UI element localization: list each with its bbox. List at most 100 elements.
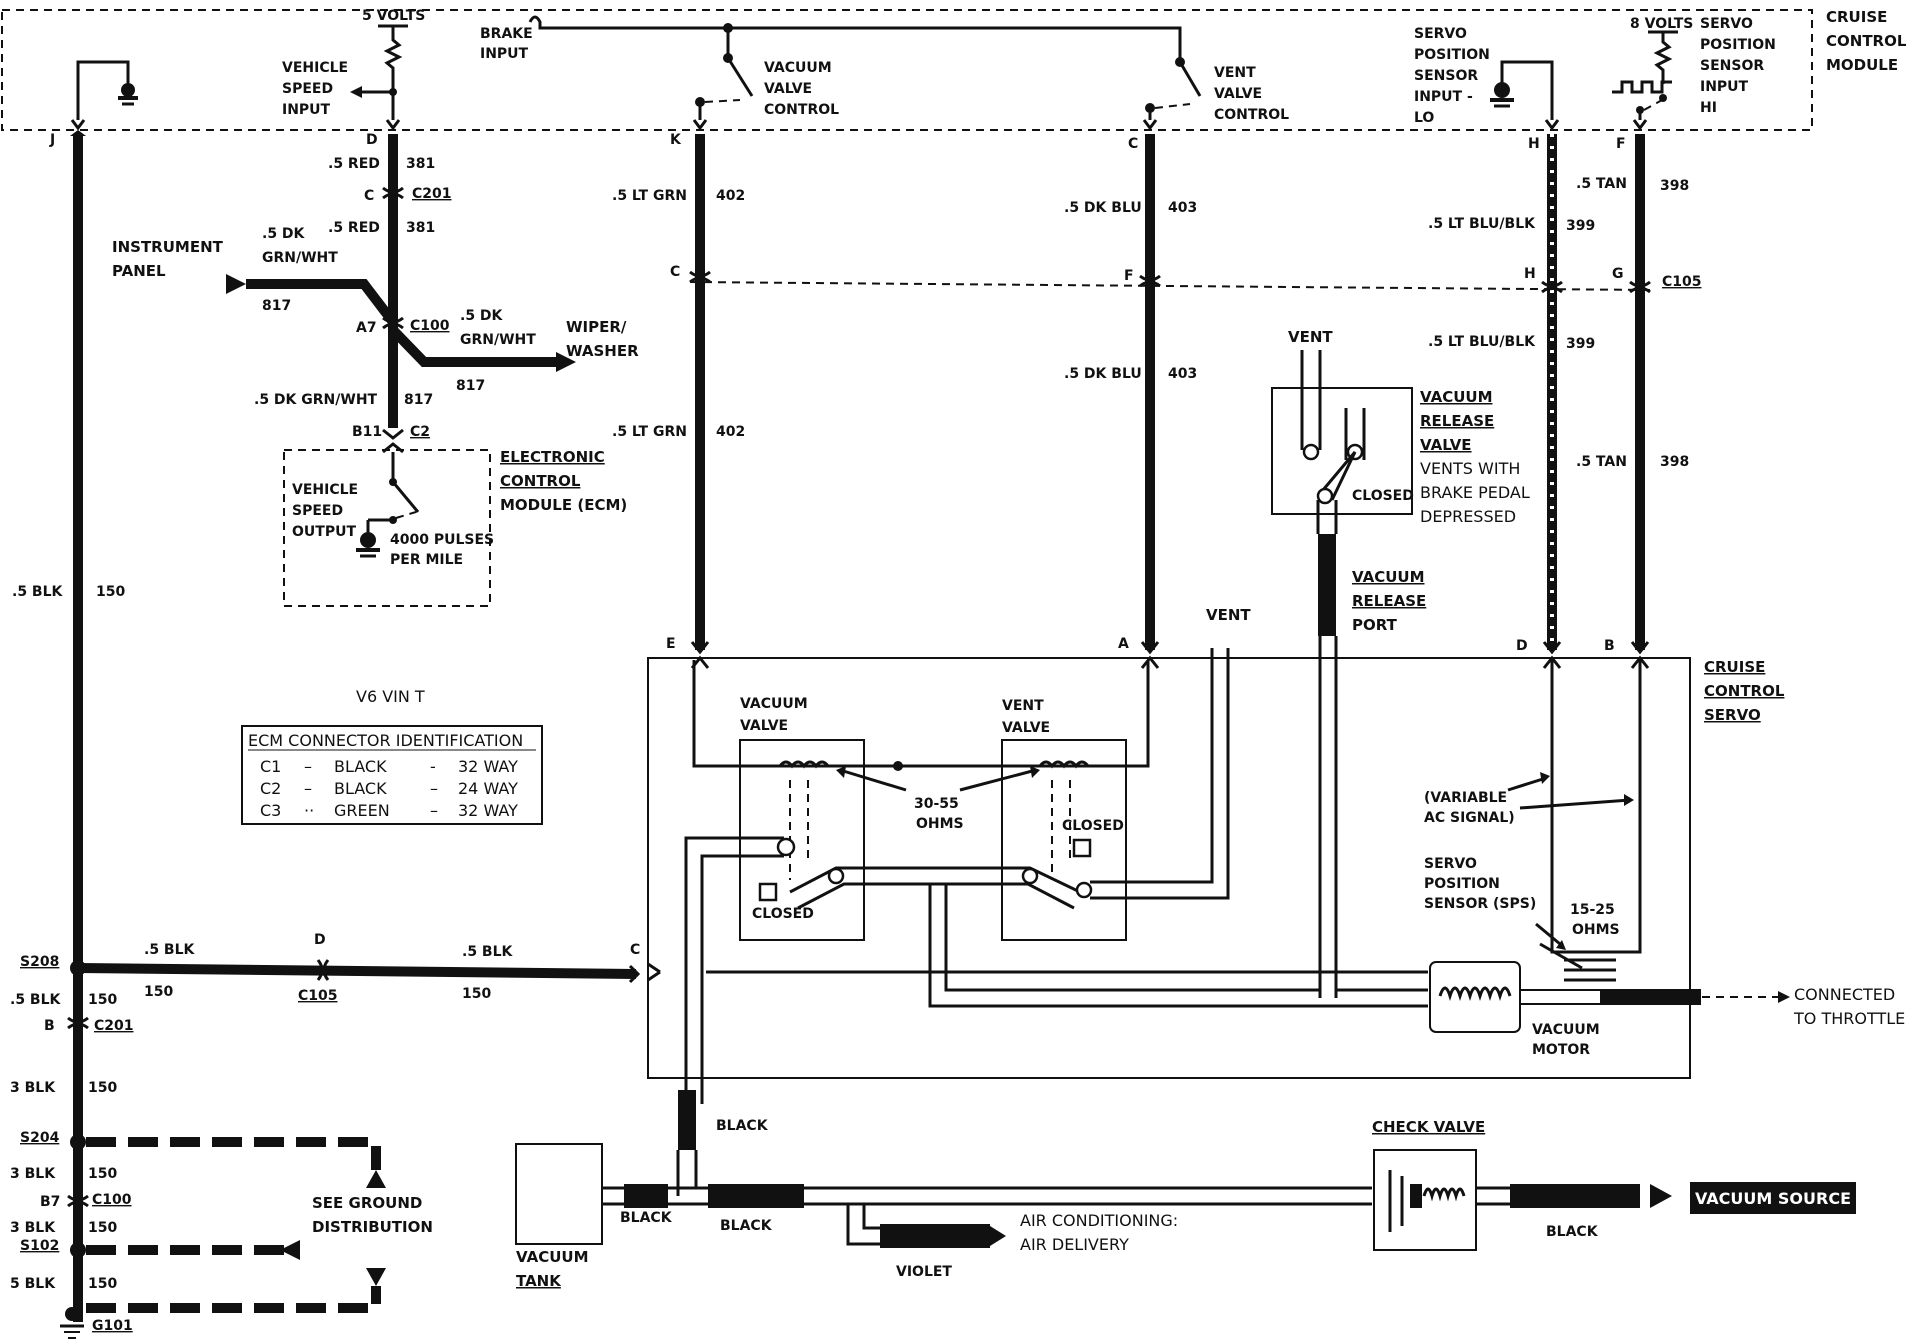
- svg-text:150: 150: [88, 1220, 117, 1236]
- svg-text:398: 398: [1660, 454, 1689, 470]
- svg-text:H: H: [1524, 266, 1536, 282]
- module-ground-j: [70, 60, 138, 131]
- vent-mid-label: VENT: [1206, 606, 1251, 624]
- svg-text:SERVO: SERVO: [1414, 26, 1467, 42]
- vacuum-valve: VACUUM VALVE CLOSED: [739, 696, 865, 941]
- svg-text:INPUT: INPUT: [282, 102, 331, 118]
- svg-text:.5 DK: .5 DK: [262, 226, 306, 242]
- svg-text:5 VOLTS: 5 VOLTS: [362, 8, 425, 24]
- svg-text:C1: C1: [260, 757, 281, 776]
- vacuum-valve-control-label: VACUUM VALVE CONTROL: [764, 60, 839, 118]
- svg-text:C105: C105: [298, 988, 338, 1004]
- svg-text:.5 DK GRN/WHT: .5 DK GRN/WHT: [254, 392, 378, 408]
- ecm-connector-table: ECM CONNECTOR IDENTIFICATION C1 – BLACK …: [241, 725, 543, 825]
- svg-text:.5 LT BLU/BLK: .5 LT BLU/BLK: [1428, 334, 1536, 350]
- svg-text:BLACK: BLACK: [1546, 1224, 1599, 1240]
- wire-ecm-817: .5 DK GRN/WHT 817: [254, 392, 433, 408]
- v6-vin-label: V6 VIN T: [356, 687, 425, 706]
- five-volts-supply: 5 VOLTS: [350, 8, 425, 131]
- svg-text:.5 BLK: .5 BLK: [144, 942, 196, 958]
- connector-c201-low: B C201: [44, 1016, 134, 1034]
- svg-text:WIPER/: WIPER/: [566, 318, 627, 336]
- svg-text:3 BLK: 3 BLK: [10, 1166, 56, 1182]
- svg-text:8 VOLTS: 8 VOLTS: [1630, 16, 1693, 32]
- ecm-box: VEHICLE SPEED OUTPUT 4000 PULSES PER MIL…: [283, 449, 494, 607]
- svg-text:3 BLK: 3 BLK: [10, 1080, 56, 1096]
- svg-text:150: 150: [88, 1080, 117, 1096]
- svg-text:24 WAY: 24 WAY: [458, 779, 518, 798]
- svg-text:S204: S204: [20, 1130, 60, 1146]
- svg-text:SEE GROUND: SEE GROUND: [312, 1194, 422, 1212]
- splice-s102: S102: [20, 1238, 300, 1260]
- svg-text:403: 403: [1168, 366, 1197, 382]
- vacuum-release-valve: VENT CLOSED VACUUM RELEASE VALVE VENTS W…: [1271, 328, 1530, 534]
- wire-c-403: .5 DK BLU 403 .5 DK BLU 403: [1064, 134, 1197, 650]
- svg-text:PORT: PORT: [1352, 616, 1398, 634]
- svg-text:GRN/WHT: GRN/WHT: [460, 332, 536, 348]
- svg-text:–: –: [430, 779, 438, 798]
- svg-text:SENSOR (SPS): SENSOR (SPS): [1424, 896, 1536, 912]
- svg-text:.5 RED: .5 RED: [328, 220, 380, 236]
- valve-coil-ohms-label: 30-55 OHMS: [836, 766, 1040, 832]
- vacuum-release-port: VACUUM RELEASE PORT: [1318, 534, 1426, 998]
- svg-text:150: 150: [88, 1276, 117, 1292]
- see-ground-distribution: SEE GROUND DISTRIBUTION: [86, 1194, 433, 1313]
- svg-text:VALVE: VALVE: [1420, 436, 1472, 454]
- svg-text:.5 TAN: .5 TAN: [1576, 176, 1627, 192]
- vent-valve: VENT VALVE CLOSED: [1001, 698, 1127, 941]
- svg-text:ECM CONNECTOR IDENTIFICATION: ECM CONNECTOR IDENTIFICATION: [248, 731, 523, 750]
- svg-text:INSTRUMENT: INSTRUMENT: [112, 238, 224, 256]
- wire-j-150: .5 BLK 150: [12, 130, 125, 1322]
- cruise-control-module-box: [1, 9, 1813, 131]
- splice-s208: S208: [20, 954, 86, 976]
- servo-pin-labels: E A D B C: [630, 636, 1615, 958]
- cruise-control-servo-box: [647, 657, 1691, 1079]
- svg-text:32 WAY: 32 WAY: [458, 801, 518, 820]
- svg-text:.5 BLK: .5 BLK: [12, 584, 64, 600]
- connector-c100: A7 C100: [356, 316, 450, 336]
- svg-text:30-55: 30-55: [914, 796, 959, 812]
- svg-text:C105: C105: [1662, 274, 1702, 290]
- svg-text:VALVE: VALVE: [1002, 720, 1050, 736]
- ground-g101: G101: [60, 1307, 133, 1339]
- svg-text:S208: S208: [20, 954, 59, 970]
- svg-text:CONTROL: CONTROL: [500, 472, 581, 490]
- svg-text:CHECK VALVE: CHECK VALVE: [1372, 1118, 1485, 1136]
- svg-text:CONTROL: CONTROL: [764, 102, 839, 118]
- svg-text:381: 381: [406, 220, 435, 236]
- svg-text:C201: C201: [412, 186, 452, 202]
- svg-text:AIR DELIVERY: AIR DELIVERY: [1020, 1235, 1129, 1254]
- svg-text:PANEL: PANEL: [112, 262, 166, 280]
- svg-text:CONTROL: CONTROL: [1826, 32, 1906, 50]
- svg-text:BRAKE: BRAKE: [480, 26, 533, 42]
- cruise-control-servo-title: CRUISE CONTROL SERVO: [1704, 658, 1785, 724]
- wire-h-399: .5 LT BLU/BLK 399 .5 LT BLU/BLK 399: [1428, 134, 1595, 650]
- svg-text:817: 817: [404, 392, 433, 408]
- svg-text:ELECTRONIC: ELECTRONIC: [500, 448, 605, 466]
- svg-text:MOTOR: MOTOR: [1532, 1042, 1590, 1058]
- svg-text:GREEN: GREEN: [334, 801, 390, 820]
- svg-text:B11: B11: [352, 424, 382, 440]
- svg-text:VACUUM: VACUUM: [1352, 568, 1425, 586]
- svg-text:INPUT: INPUT: [480, 46, 529, 62]
- svg-text:F: F: [1124, 268, 1134, 284]
- svg-text:POSITION: POSITION: [1414, 47, 1490, 63]
- connector-c201: C C201: [364, 186, 452, 204]
- svg-text:C: C: [1128, 136, 1138, 152]
- svg-text:VALVE: VALVE: [740, 718, 788, 734]
- connector-c100-low: B7 C100: [40, 1192, 132, 1210]
- svg-text:E: E: [666, 636, 676, 652]
- svg-text:.5 BLK: .5 BLK: [10, 992, 62, 1008]
- svg-text:399: 399: [1566, 218, 1595, 234]
- svg-text:VACUUM: VACUUM: [764, 60, 832, 76]
- svg-text:G: G: [1612, 266, 1624, 282]
- svg-text:.5 DK BLU: .5 DK BLU: [1064, 366, 1142, 382]
- svg-text:S102: S102: [20, 1238, 59, 1254]
- vacuum-motor: VACUUM MOTOR CONNECTED TO THROTTLE: [1429, 961, 1905, 1058]
- svg-text:.5 DK BLU: .5 DK BLU: [1064, 200, 1142, 216]
- svg-text:VENTS WITH: VENTS WITH: [1420, 459, 1520, 478]
- sps-input-hi: 8 VOLTS SERVO POSITION SENSOR INPUT HI: [1612, 16, 1776, 131]
- svg-text:–: –: [304, 757, 312, 776]
- svg-text:.5 LT GRN: .5 LT GRN: [612, 424, 687, 440]
